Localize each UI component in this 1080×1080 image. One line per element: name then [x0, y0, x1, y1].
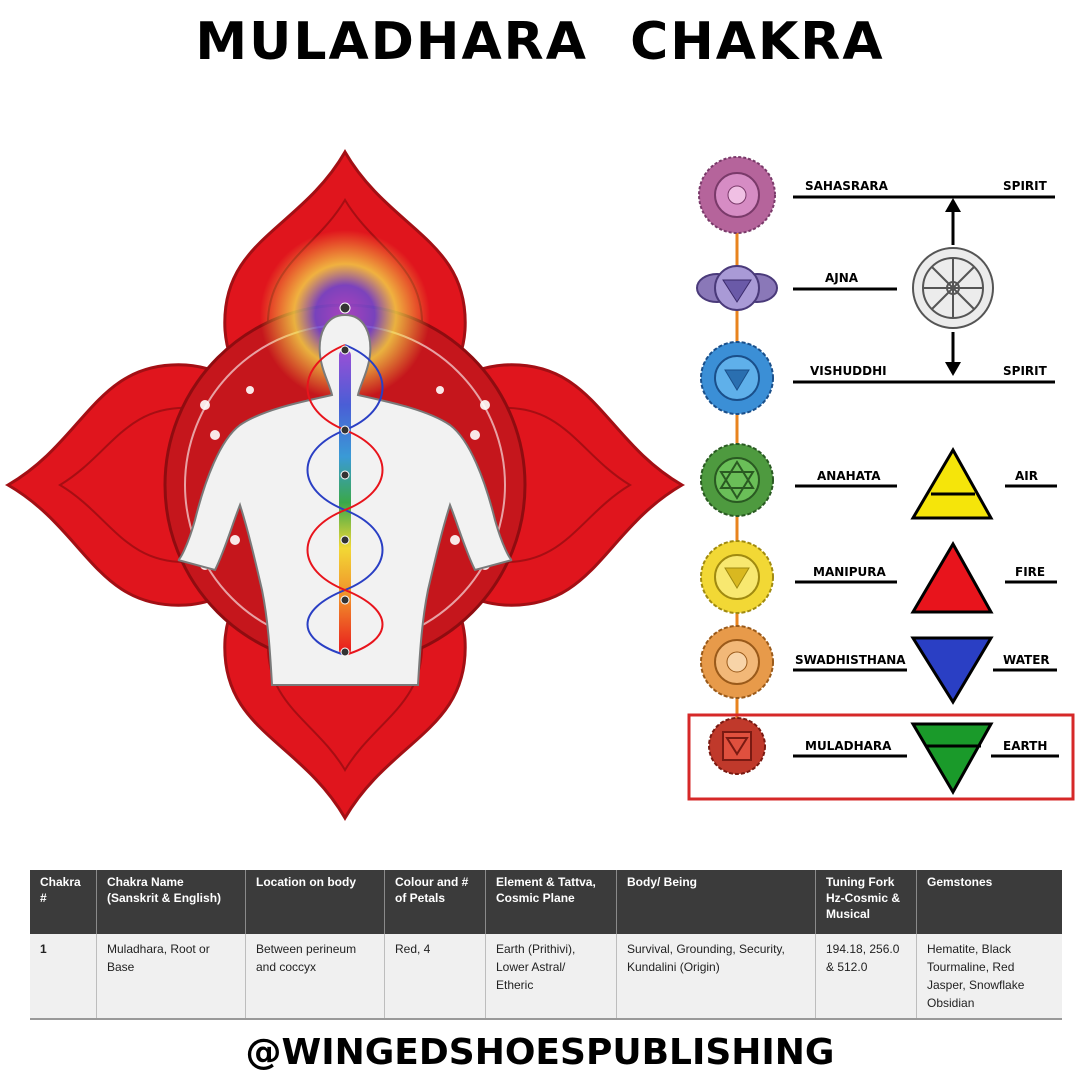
chakra-vishuddhi: VISHUDDHI SPIRIT — [700, 341, 1055, 415]
cell-gemstones: Hematite, Black Tourmaline, Red Jasper, … — [916, 934, 1062, 1020]
chakra-ajna: AJNA — [696, 265, 897, 311]
header-body: Body/ Being — [616, 870, 816, 934]
header-element: Element & Tattva, Cosmic Plane — [485, 870, 617, 934]
cell-element: Earth (Prithivi), Lower Astral/ Etheric — [485, 934, 617, 1020]
cell-location: Between perineum and coccyx — [245, 934, 385, 1020]
chakra-elements-chart: SAHASRARA SPIRIT AJNA VISHUDDHI SPIRIT — [687, 156, 1075, 801]
chakra-anahata: ANAHATA AIR — [700, 443, 1057, 520]
table-header-row: Chakra # Chakra Name (Sanskrit & English… — [30, 870, 1062, 934]
header-chakra-number: Chakra # — [30, 870, 97, 934]
cell-chakra-name: Muladhara, Root or Base — [96, 934, 246, 1020]
cell-colour: Red, 4 — [384, 934, 486, 1020]
table-row: 1 Muladhara, Root or Base Between perine… — [30, 934, 1062, 1020]
chakra-element-manipura: FIRE — [1015, 565, 1045, 579]
chakra-element-muladhara: EARTH — [1003, 739, 1047, 753]
page-title: MULADHARA CHAKRA — [195, 12, 885, 72]
cell-body: Survival, Grounding, Security, Kundalini… — [616, 934, 816, 1020]
header-gemstones: Gemstones — [916, 870, 1062, 934]
chakra-name-ajna: AJNA — [825, 271, 859, 285]
publisher-handle: @WINGEDSHOESPUBLISHING — [245, 1032, 835, 1073]
chakra-name-manipura: MANIPURA — [813, 565, 887, 579]
muladhara-lotus-illustration — [5, 149, 685, 821]
header-location: Location on body — [245, 870, 385, 934]
chakra-element-swadhisthana: WATER — [1003, 653, 1050, 667]
chakra-element-sahasrara: SPIRIT — [1003, 179, 1048, 193]
chakra-swadhisthana: SWADHISTHANA WATER — [700, 625, 1057, 705]
chakra-element-anahata: AIR — [1015, 469, 1038, 483]
chakra-name-swadhisthana: SWADHISTHANA — [795, 653, 906, 667]
header-tuning-fork: Tuning Fork Hz-Cosmic & Musical — [815, 870, 917, 934]
header-chakra-name: Chakra Name (Sanskrit & English) — [96, 870, 246, 934]
chakra-name-muladhara: MULADHARA — [805, 739, 892, 753]
fire-triangle — [910, 540, 994, 614]
water-triangle — [910, 636, 994, 705]
chakra-muladhara: MULADHARA EARTH — [708, 717, 1059, 796]
pingala-nadi — [306, 344, 384, 656]
spine — [339, 350, 351, 655]
chakra-info-table: Chakra # Chakra Name (Sanskrit & English… — [30, 870, 1062, 1020]
chakra-name-vishuddhi: VISHUDDHI — [810, 364, 887, 378]
muladhara-highlight-box — [687, 713, 1075, 801]
chakra-element-vishuddhi: SPIRIT — [1003, 364, 1048, 378]
cell-tuning-fork: 194.18, 256.0 & 512.0 — [815, 934, 917, 1020]
chakra-manipura: MANIPURA FIRE — [700, 540, 1057, 614]
dharma-wheel-icon — [912, 198, 994, 376]
earth-triangle — [910, 722, 994, 796]
air-triangle — [910, 446, 994, 520]
chakra-name-sahasrara: SAHASRARA — [805, 179, 889, 193]
chakra-name-anahata: ANAHATA — [817, 469, 881, 483]
chakra-sahasrara: SAHASRARA SPIRIT — [698, 156, 1055, 234]
header-colour: Colour and # of Petals — [384, 870, 486, 934]
cell-chakra-number: 1 — [30, 934, 97, 1020]
